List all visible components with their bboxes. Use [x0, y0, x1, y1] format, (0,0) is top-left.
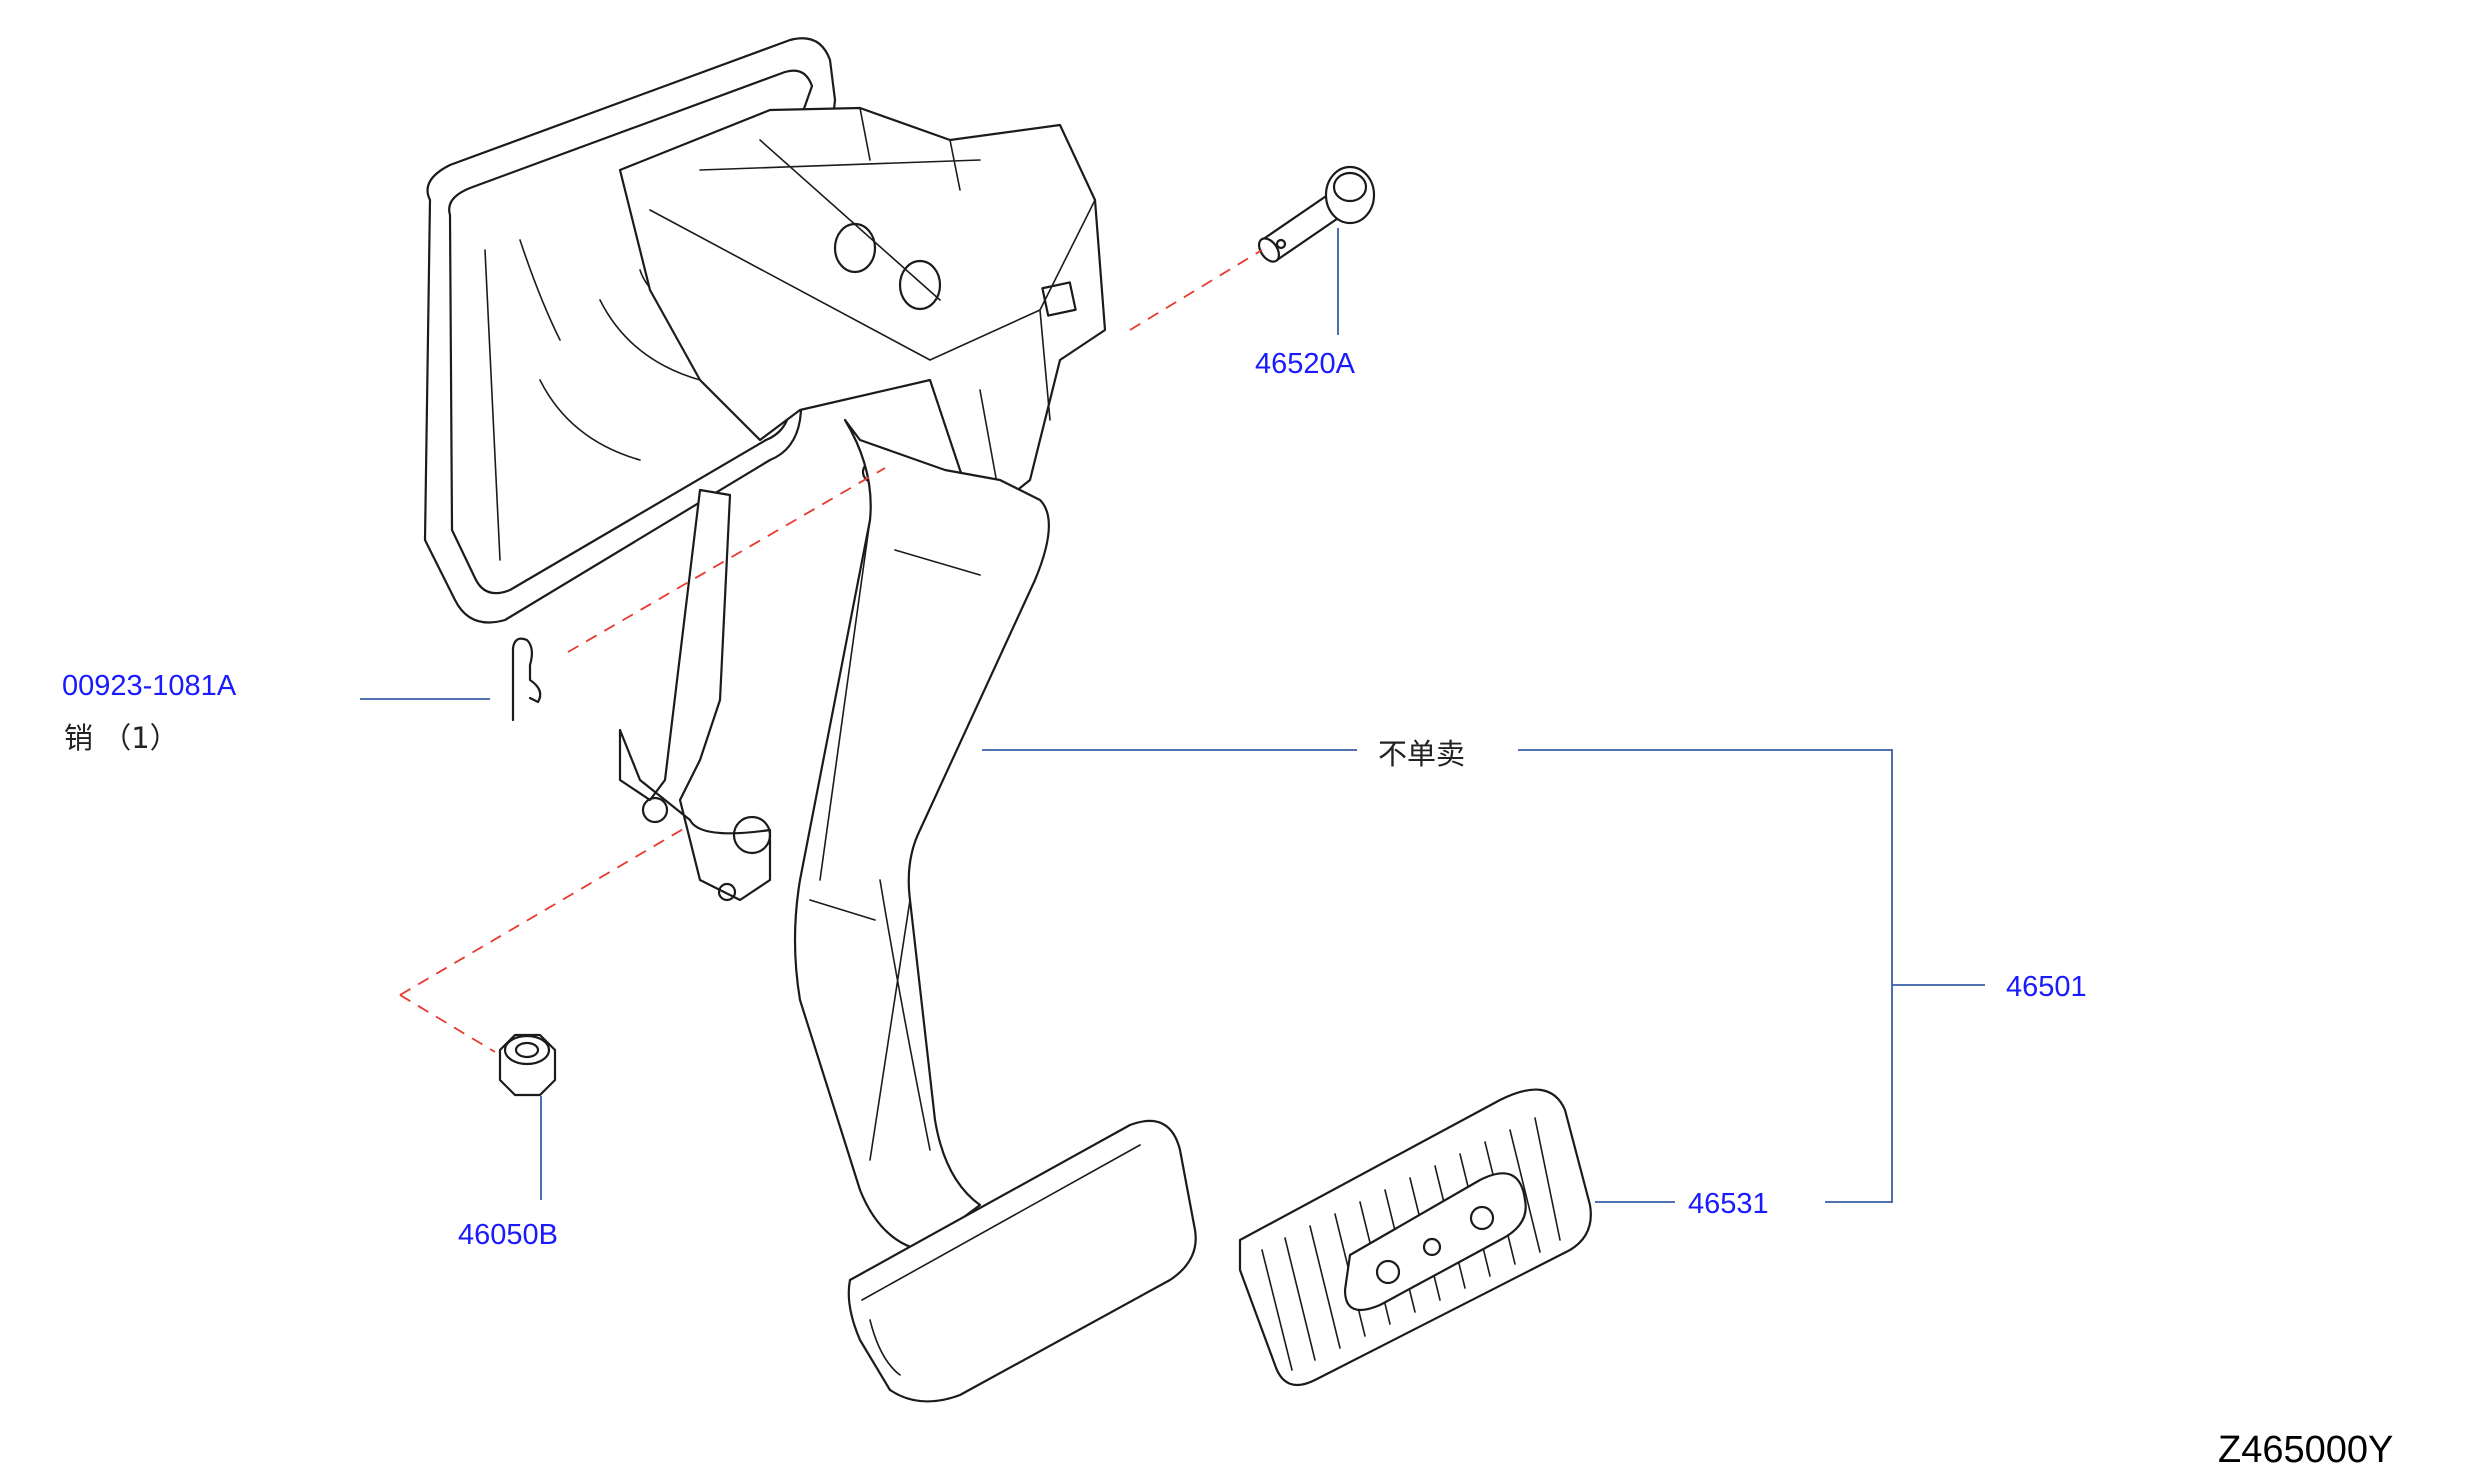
bracket-boss-hole-2: [641, 796, 669, 824]
callout-46050B: 46050B: [458, 1219, 558, 1251]
bracket-hole-lower: [898, 259, 942, 311]
pedal-bracket: [423, 37, 1107, 902]
pedal-pad-installed-edge: [861, 1144, 1141, 1376]
callout-46520A: 46520A: [1255, 348, 1356, 380]
bracket-hole-upper: [833, 222, 877, 274]
bracket-frame-ribs: [484, 239, 701, 561]
bracket-housing: [618, 106, 1107, 522]
flange-nut: [498, 1033, 557, 1097]
callout-46531: 46531: [1688, 1188, 1769, 1220]
clevis-pin: [1257, 165, 1376, 263]
bracket-boss-hole-1: [732, 815, 772, 855]
pin-alignment-line: [1129, 249, 1263, 331]
snap-pin-alignment-line: [567, 467, 886, 653]
alignment-lines: [399, 249, 1263, 1053]
flange-nut-bore: [514, 1041, 540, 1059]
callout-clip-description: 销 （1）: [64, 721, 179, 755]
flange-nut-top: [503, 1034, 551, 1066]
pedal-arm-edges: [809, 519, 981, 1161]
pedal-pad-rubber: [1238, 1088, 1592, 1387]
leader-not-sold-bracket: [1518, 749, 1893, 1203]
callout-00923-1081A: 00923-1081A: [62, 670, 237, 702]
callout-not-sold-separately: 不单卖: [1378, 737, 1465, 771]
pedal-pad-rubber-hole-right: [1469, 1205, 1495, 1231]
bracket-slot: [1041, 281, 1077, 317]
clevis-pin-end: [1257, 237, 1281, 263]
clevis-pin-head: [1324, 165, 1376, 225]
clevis-pin-hole: [1275, 238, 1287, 250]
bracket-housing-edges: [649, 107, 1096, 501]
pedal-arm: [793, 418, 1050, 1252]
pedal-arm-body: [793, 418, 1050, 1252]
pedal-pad-rubber-hole-left: [1375, 1259, 1401, 1285]
pedal-pad-installed-body: [847, 1119, 1197, 1403]
snap-pin-body: [511, 637, 542, 722]
pedal-pad-installed: [847, 1119, 1197, 1403]
snap-pin: [511, 637, 542, 722]
bracket-boss-hole-3: [717, 882, 737, 902]
leader-lines: [360, 228, 1985, 1203]
bracket-side-plate: [618, 488, 772, 902]
nut-alignment-line-1: [399, 824, 691, 996]
clevis-pin-head-top: [1332, 171, 1368, 203]
callout-46501: 46501: [2006, 971, 2087, 1003]
diagram-id: Z465000Y: [2218, 1429, 2393, 1471]
pedal-pad-rubber-hole-mid: [1422, 1237, 1442, 1257]
nut-alignment-line-2: [399, 994, 496, 1053]
